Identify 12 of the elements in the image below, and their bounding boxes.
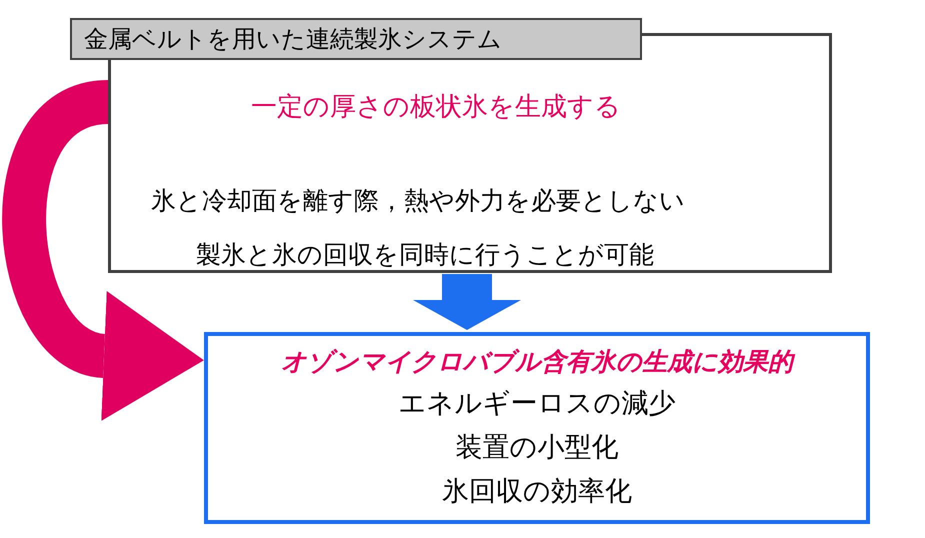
block-arrow bbox=[413, 274, 521, 330]
highlight-text: 一定の厚さの板状氷を生成する bbox=[251, 91, 621, 124]
result-box bbox=[204, 332, 870, 524]
feature-text: 製氷と氷の回収を同時に行うことが可能 bbox=[196, 239, 654, 271]
benefit-text: 氷回収の効率化 bbox=[442, 475, 632, 509]
curved-arrow bbox=[2, 80, 201, 419]
highlight-text: オゾンマイクロバブル含有氷の生成に効果的 bbox=[281, 342, 793, 382]
benefit-text: エネルギーロスの減少 bbox=[398, 387, 676, 421]
title-box bbox=[70, 18, 642, 60]
feature-text: 氷と冷却面を離す際，熱や外力を必要としない bbox=[151, 185, 685, 217]
benefit-text: 装置の小型化 bbox=[456, 431, 618, 465]
title-text: 金属ベルトを用いた連続製氷システム bbox=[84, 24, 502, 55]
